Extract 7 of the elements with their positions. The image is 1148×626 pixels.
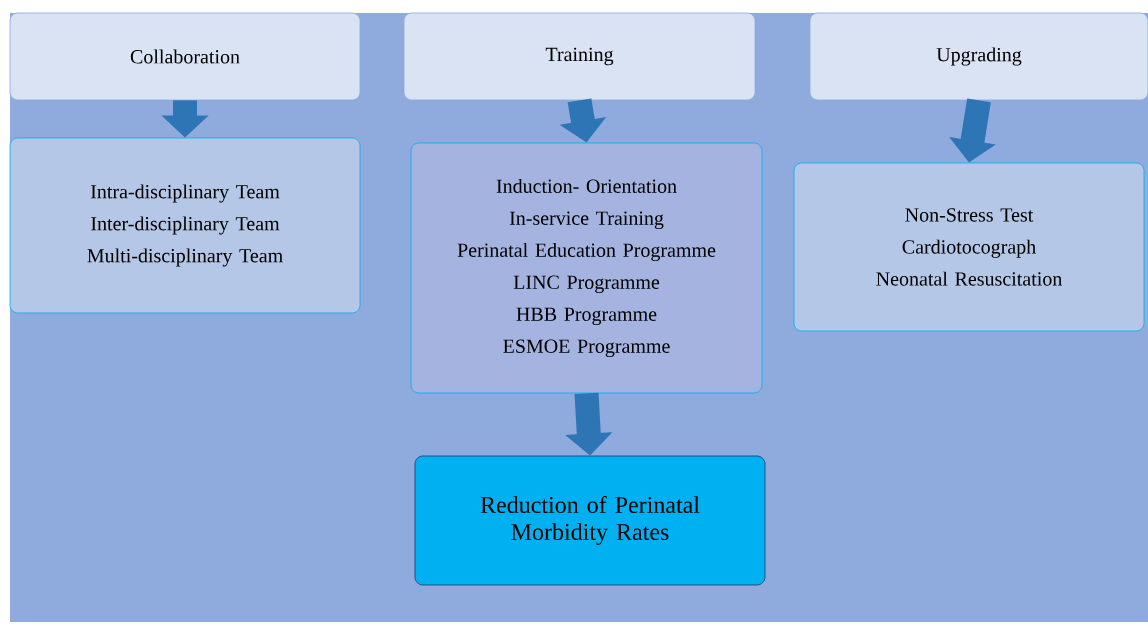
list-box: Induction- Orientation In-service Training Perinatal Education Programme LINC Programme HBB Programme ESMOE Programme	[410, 142, 763, 394]
outcome-box: Reduction of Perinatal Morbidity Rates	[414, 455, 766, 586]
list-box: Non-Stress Test Cardiotocograph Neonatal Resuscitation	[793, 162, 1145, 332]
category-box: Upgrading	[809, 12, 1148, 101]
list-box: Intra-disciplinary Team Inter-disciplinary Team Multi-disciplinary Team	[9, 137, 361, 314]
category-box: Training	[403, 12, 756, 101]
category-box: Collaboration	[9, 12, 361, 101]
